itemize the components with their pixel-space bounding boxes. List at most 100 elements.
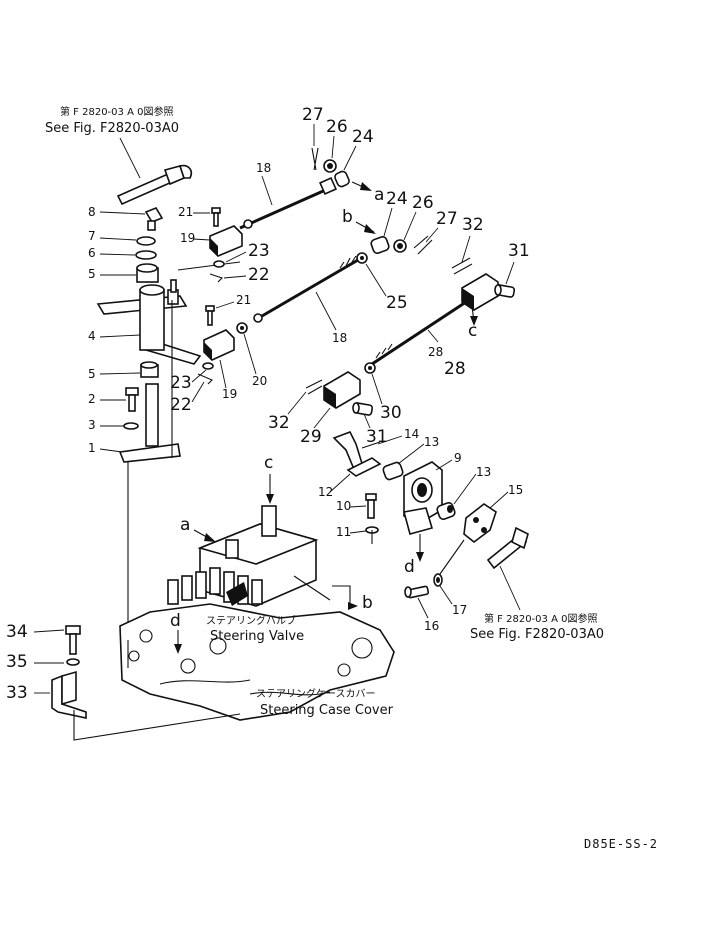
label-18-lower: 18 [332,331,347,345]
part-27-cotter-pin-middle [413,235,433,255]
label-24-middle: 24 [386,189,408,209]
part-12-lever [332,430,382,477]
part-24-nut-middle [370,236,390,254]
label-1: 1 [88,441,96,455]
conn-b-top: b [342,207,353,227]
label-32-lower: 32 [268,413,290,433]
label-22-lower: 22 [170,395,192,415]
ref-top-leader [119,137,141,179]
label-27-upper: 27 [302,105,324,125]
steering-case-cover [119,603,395,721]
conn-d-valve: d [170,611,181,631]
part-32-cotter-pin-upper [451,257,473,275]
label-23-lower: 23 [170,373,192,393]
label-19-lower: 19 [222,387,237,401]
steering-valve-en: Steering Valve [210,629,304,644]
part-14-key [361,441,381,449]
conn-c-right: c [468,321,477,341]
conn-c-valve: c [264,453,273,473]
ref-top-en: See Fig. F2820-03A0 [45,121,179,136]
label-28: 28 [428,345,443,359]
label-31-lower: 31 [366,427,388,447]
part-7-washer [136,236,156,246]
label-5-lower: 5 [88,367,96,381]
label-34: 34 [6,622,28,642]
part-13-bushing-right [436,502,456,520]
part-35-washer [66,658,80,666]
ref-top-jp: 第 F 2820-03 A 0図参照 [60,105,173,118]
part-10-bolt [365,493,377,519]
ref-right-jp: 第 F 2820-03 A 0図参照 [484,612,597,625]
conn-a-valve: a [180,515,190,535]
label-35: 35 [6,652,28,672]
label-30: 30 [380,403,402,423]
part-2-bolt [125,387,139,412]
label-18-upper: 18 [256,161,271,175]
label-32-upper: 32 [462,215,484,235]
part-3-washer [123,422,139,430]
label-15: 15 [508,483,523,497]
label-3: 3 [88,418,96,432]
label-26-upper: 26 [326,117,348,137]
part-5-bushing-upper [136,263,159,283]
part-28-clevis-upper [461,273,499,311]
label-24-upper: 24 [352,127,374,147]
part-33-bracket [51,670,87,719]
part-29-clevis-lower [323,371,361,409]
part-9-bracket [402,461,443,535]
label-31-upper: 31 [508,241,530,261]
label-17: 17 [452,603,467,617]
figure-code: D85E-SS-2 [584,837,658,851]
part-4-lever-bracket [96,279,202,365]
part-5-bushing-lower [140,361,159,378]
steering-valve [167,505,331,607]
label-21-upper: 21 [178,205,193,219]
conn-d-right: d [404,557,415,577]
label-10: 10 [336,499,351,513]
part-23-washer-upper [213,260,225,268]
part-23-washer-lower [202,362,214,370]
label-2: 2 [88,392,96,406]
part-15-plate [463,503,497,544]
part-18-rod-upper [239,186,331,230]
label-13-right: 13 [476,465,491,479]
part-18-rod-lower [261,258,359,318]
ref-right-en: See Fig. F2820-03A0 [470,627,604,642]
label-19-upper: 19 [180,231,195,245]
part-28-rod [371,300,467,366]
part-8-grease-fitting [144,207,164,231]
steering-valve-jp: ステアリングバルブ [206,614,296,627]
label-33: 33 [6,683,28,703]
part-31-pin-upper [494,284,516,298]
part-24-nut-upper [319,170,350,195]
label-28-b: 28 [444,359,466,379]
label-7: 7 [88,229,96,243]
label-6: 6 [88,246,96,260]
label-16: 16 [424,619,439,633]
label-13-left: 13 [424,435,439,449]
conn-b-valve: b [362,593,373,613]
label-4: 4 [88,329,96,343]
part-31-pin-lower [352,402,374,416]
label-14: 14 [404,427,419,441]
part-27-cotter-pin-upper [311,147,319,171]
ref-linkage-arm-right [486,526,529,570]
part-34-bolt [65,625,81,655]
part-19-clevis-upper [209,225,243,257]
part-13-bushing-left [382,461,404,481]
label-20: 20 [252,374,267,388]
label-27-middle: 27 [436,209,458,229]
label-22-upper: 22 [248,265,270,285]
label-21-lower: 21 [236,293,251,307]
case-cover-en: Steering Case Cover [260,703,394,718]
label-23-upper: 23 [248,241,270,261]
label-8: 8 [88,205,96,219]
part-1-shaft-base [118,383,181,463]
conn-a-top: a [374,185,384,205]
label-29: 29 [300,427,322,447]
label-25: 25 [386,293,408,313]
part-22-cotter-pin-lower [197,373,213,385]
ref-linkage-rod [116,164,193,206]
part-6-seal [135,250,157,260]
